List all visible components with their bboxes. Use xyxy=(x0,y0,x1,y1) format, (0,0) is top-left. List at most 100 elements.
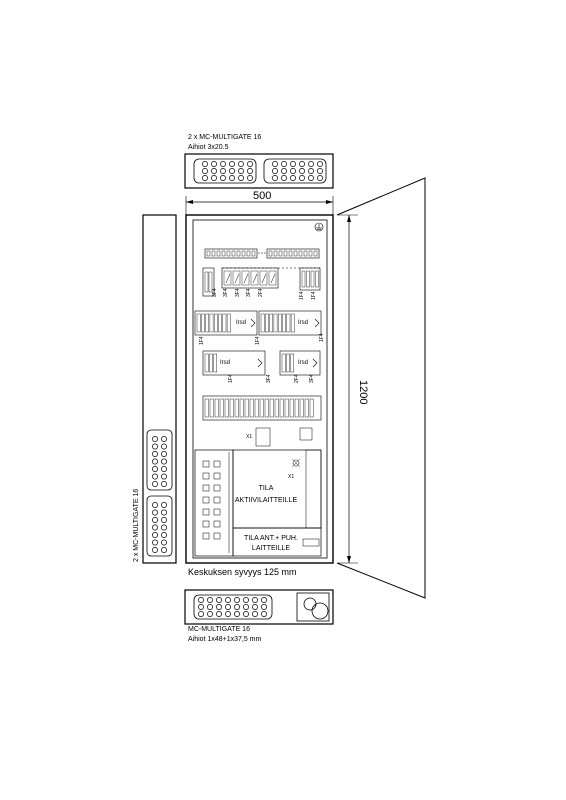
gland-hole xyxy=(207,611,213,617)
terminal xyxy=(236,250,241,257)
terminal xyxy=(206,250,211,257)
terminal-row-5 xyxy=(202,395,322,447)
rcd-module xyxy=(278,313,282,333)
irsd-row-3 xyxy=(194,310,322,336)
socket xyxy=(213,508,221,516)
gland-hole xyxy=(252,604,258,610)
terminal xyxy=(298,250,303,257)
gland-hole xyxy=(290,161,296,167)
breaker xyxy=(250,270,259,286)
component-code-label: 1F4 xyxy=(319,333,325,342)
gland-hole xyxy=(317,168,323,174)
active-zone-line1: TILA xyxy=(259,485,274,492)
irsd-label-2: Irsd xyxy=(298,320,308,326)
terminal xyxy=(289,398,294,418)
terminal xyxy=(299,398,304,418)
breaker xyxy=(241,270,250,286)
terminal xyxy=(208,271,213,293)
rcd-module xyxy=(260,313,265,333)
socket xyxy=(213,460,221,468)
rcd-module xyxy=(209,313,214,333)
terminal xyxy=(279,398,284,418)
socket xyxy=(213,532,221,540)
terminal xyxy=(259,398,264,418)
rcd-module xyxy=(265,313,269,333)
breaker xyxy=(259,270,268,286)
gland-hole xyxy=(238,175,244,181)
terminal xyxy=(304,398,309,418)
gland-hole xyxy=(247,161,253,167)
gland-hole xyxy=(308,168,314,174)
component-code-label: 2F4 xyxy=(294,374,300,383)
gland-hole xyxy=(317,175,323,181)
side-gland-label: 2 x MC-MULTIGATE 16 xyxy=(133,489,140,562)
gland-hole xyxy=(220,161,226,167)
rcd-module xyxy=(269,313,274,333)
height-label: 1200 xyxy=(357,380,369,404)
terminal xyxy=(306,270,310,288)
gland-hole xyxy=(243,604,249,610)
active-zone-line2: AKTIIVILAITTEILLE xyxy=(235,497,298,504)
component-code-label: 1F4 xyxy=(228,374,234,383)
top-gland-title: 2 x MC-MULTIGATE 16 xyxy=(188,134,261,141)
gland-hole xyxy=(198,604,204,610)
height-dimension xyxy=(338,214,358,564)
terminal xyxy=(231,250,236,257)
terminal xyxy=(274,398,279,418)
door-outline xyxy=(336,177,426,599)
gland-hole xyxy=(290,175,296,181)
gland-hole xyxy=(216,604,222,610)
terminal xyxy=(288,250,293,257)
socket xyxy=(202,484,210,492)
terminal xyxy=(249,398,254,418)
gland-hole xyxy=(247,175,253,181)
socket xyxy=(213,484,221,492)
gland-hole xyxy=(238,168,244,174)
top-gland-plate xyxy=(184,153,334,189)
gland-hole xyxy=(161,451,167,457)
gland-hole xyxy=(152,547,158,553)
terminal xyxy=(216,250,221,257)
gland-hole xyxy=(161,473,167,480)
rcd-module xyxy=(213,353,218,373)
gland-hole xyxy=(261,604,267,610)
rcd-module xyxy=(281,353,286,373)
x1-lamp-label: X1 xyxy=(288,474,294,480)
gland-hole xyxy=(308,175,314,181)
terminal xyxy=(204,271,209,293)
gland-hole xyxy=(225,597,231,603)
gland-hole xyxy=(161,547,167,553)
component-code-label: 3F4 xyxy=(212,288,218,297)
component-code-label: 2F4 xyxy=(258,288,264,297)
terminal xyxy=(219,398,224,418)
cabinet-front xyxy=(185,214,334,564)
gland-hole xyxy=(211,175,217,181)
terminal xyxy=(283,250,288,257)
gland-hole xyxy=(299,168,305,174)
terminal xyxy=(273,250,278,257)
gland-hole xyxy=(211,161,217,167)
chevron-icon xyxy=(312,358,318,368)
rcd-module xyxy=(282,313,286,333)
cabinet-depth-label: Keskuksen syvyys 125 mm xyxy=(188,567,297,577)
gland-hole xyxy=(229,168,235,174)
width-dimension xyxy=(185,196,334,215)
irsd-row-4 xyxy=(202,350,321,376)
gland-hole xyxy=(261,597,267,603)
component-code-label: 3F4 xyxy=(266,374,272,383)
gland-hole xyxy=(152,436,158,442)
terminal xyxy=(303,250,308,257)
gland-hole xyxy=(152,502,158,508)
socket xyxy=(202,508,210,516)
component-code-label: 1F4 xyxy=(199,336,205,345)
gland-hole xyxy=(202,175,208,181)
gland-hole xyxy=(161,436,167,442)
gland-hole xyxy=(152,509,158,516)
terminal xyxy=(244,398,249,418)
terminal xyxy=(211,250,216,257)
terminal xyxy=(315,270,319,288)
gland-hole xyxy=(317,161,323,167)
breaker xyxy=(232,270,241,286)
bottom-gland-subtitle: Aihiot 1x48+1x37,5 mm xyxy=(188,636,262,643)
